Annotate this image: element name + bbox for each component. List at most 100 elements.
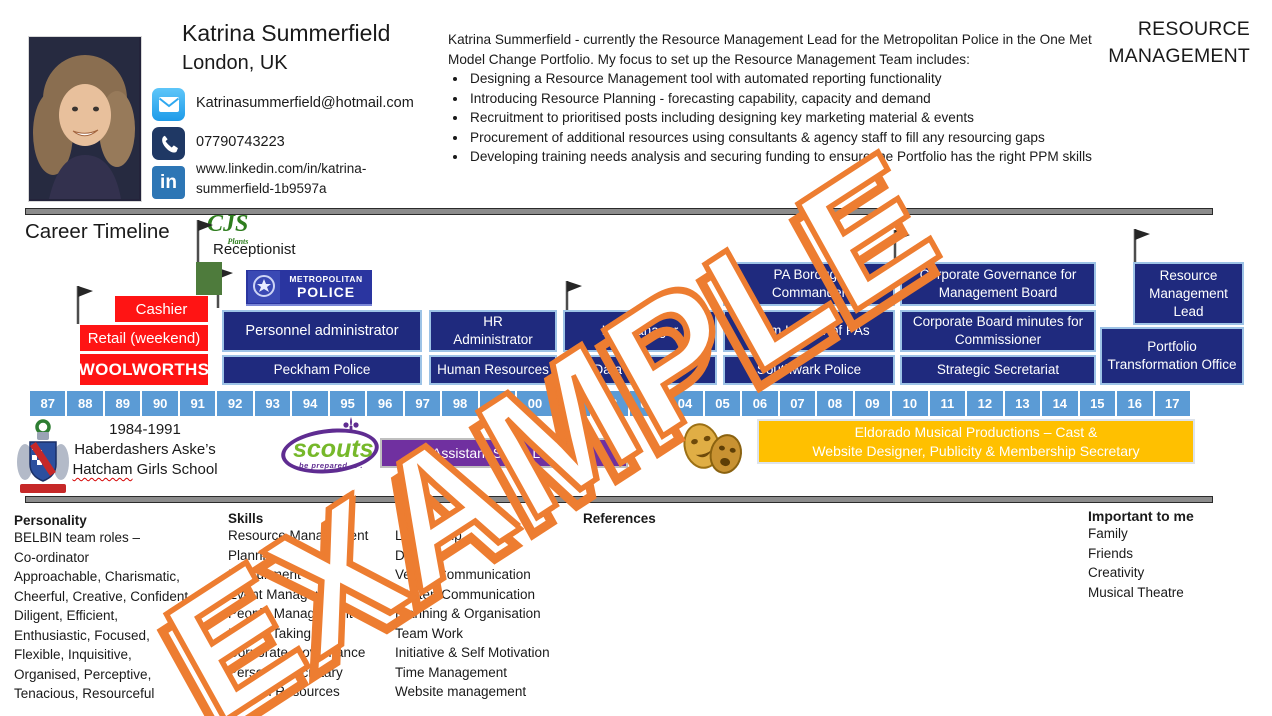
summary-bullet: Procurement of additional resources usin… [468,128,1096,148]
year-cell: 93 [254,391,291,416]
timeline-box-personnel-administrator: Personnel administrator [222,310,422,352]
email-icon [152,88,185,121]
skill-item: Driving [395,547,438,563]
linkedin-icon: in [152,166,185,199]
theatre-masks-icon [683,423,742,474]
personality-line: Co-ordinator [14,549,90,565]
bottom-divider [25,496,1213,503]
skill-item: Time Management [395,664,508,680]
met-police-crest-icon [248,271,280,303]
year-cell: 02 [592,391,628,416]
school-crest-icon [17,419,69,493]
school-block: 1984-1991 Haberdashers Aske’s Hatcham Gi… [72,420,218,480]
important-item: Friends [1088,545,1134,561]
timeline-box-human-resources: Human Resources [429,355,557,385]
timeline-box-retail-weekend: Retail (weekend) [80,325,208,351]
skill-item: Written Communication [395,586,536,602]
personality-line: Flexible, Inquisitive, [14,647,132,662]
section-title-career-timeline: Career Timeline [25,220,170,243]
eldorado-line1: Eldorado Musical Productions – Cast & [854,423,1098,440]
skill-item: Resource Management [228,528,369,543]
skill-item: Personal Secretary [228,664,343,680]
important-heading: Important to me [1088,508,1194,524]
year-cell: 16 [1117,391,1153,416]
flag-icon [565,281,582,311]
linkedin-url-line1: www.linkedin.com/in/katrina- [196,161,367,176]
year-cell: 03 [629,391,666,416]
timeline-box-eldorado: Eldorado Musical Productions – Cast & We… [757,419,1195,464]
scouts-tagline: be prepared . . . [299,461,363,470]
cjs-logo-text: CJS [207,211,249,237]
page-title-line2: MANAGEMENT [1108,45,1250,67]
skill-item: Website management [395,684,527,699]
skill-item: Human Resources [228,684,340,699]
skills-heading: Skills [228,511,264,526]
skill-item: Leadership [395,528,462,543]
skill-item: Team Work [395,625,464,641]
profile-photo [28,36,142,202]
personality-line: Enthusiastic, Focused, [14,627,150,643]
timeline-box-pa-borough-commander: PA Borough Commander [723,262,895,306]
year-cell: 97 [404,391,441,416]
year-cell: 15 [1079,391,1116,416]
flag-icon [1133,229,1150,263]
met-police-text-line1: METROPOLITAN [289,274,363,284]
school-name-hatcham: Hatcham [72,461,133,478]
timeline-box-strategic-secretariat: Strategic Secretariat [900,355,1096,385]
year-cell: 11 [929,391,966,416]
profile-summary: Katrina Summerfield - currently the Reso… [448,30,1096,167]
year-cell: 04 [667,391,703,416]
skill-item: Verbal Communication [395,567,531,582]
linkedin-url[interactable]: www.linkedin.com/in/katrina- summerfield… [196,159,366,199]
flag-icon [893,230,910,264]
skill-item: Minute Taking [228,625,312,641]
skill-item: Event Management [228,586,346,602]
person-location: London, UK [182,52,288,74]
page-title: RESOURCE MANAGEMENT [1108,16,1250,70]
year-cell: 12 [967,391,1003,416]
year-cell: 01 [554,391,591,416]
skill-item: Recruitment [228,567,301,582]
personality-section: Personality BELBIN team roles –Co-ordina… [14,513,219,704]
scouts-wordmark: scouts [293,435,374,463]
met-police-text-line2: POLICE [296,284,356,300]
personality-line: BELBIN team roles – [14,530,141,545]
skill-item: Corporate Governance [228,645,366,660]
timeline-box-portfolio-transformation-office: Portfolio Transformation Office [1100,327,1244,385]
timeline-box-woolworths: WOOLWORTHS [79,354,209,385]
email-address[interactable]: Katrinasummerfield@hotmail.com [196,95,414,111]
timeline-box-hr-administrator: HR Administrator [429,310,557,352]
page-title-line1: RESOURCE [1137,18,1250,40]
skill-item: People Management [228,606,353,621]
phone-icon [152,127,185,160]
year-cell: 88 [67,391,103,416]
references-heading: References [583,511,656,526]
summary-bullets: Designing a Resource Management tool wit… [448,69,1096,167]
references-section: References [583,511,656,526]
timeline-box-corporate-board-minutes: Corporate Board minutes for Commissioner [900,310,1096,352]
timeline-box-data-protection: Data Protection [563,355,717,385]
year-cell: 14 [1042,391,1078,416]
timeline-box-corporate-governance: Corporate Governance for Management Boar… [900,262,1096,306]
skill-item: Planning [228,547,281,563]
personality-line: Approachable, Charismatic, [14,569,180,584]
personality-line: Organised, Perceptive, [14,666,152,682]
year-cell: 91 [179,391,216,416]
year-cell: 99 [479,391,516,416]
linkedin-url-line2: summerfield-1b9597a [196,181,327,196]
receptionist-label: Receptionist [213,241,296,258]
year-cell: 90 [142,391,178,416]
important-item: Musical Theatre [1088,584,1184,600]
important-item: Creativity [1088,565,1145,580]
year-cell: 96 [367,391,403,416]
year-cell: 07 [779,391,816,416]
school-name-rest: Girls School [132,461,218,478]
year-cell: 94 [292,391,328,416]
year-cell: 05 [704,391,741,416]
